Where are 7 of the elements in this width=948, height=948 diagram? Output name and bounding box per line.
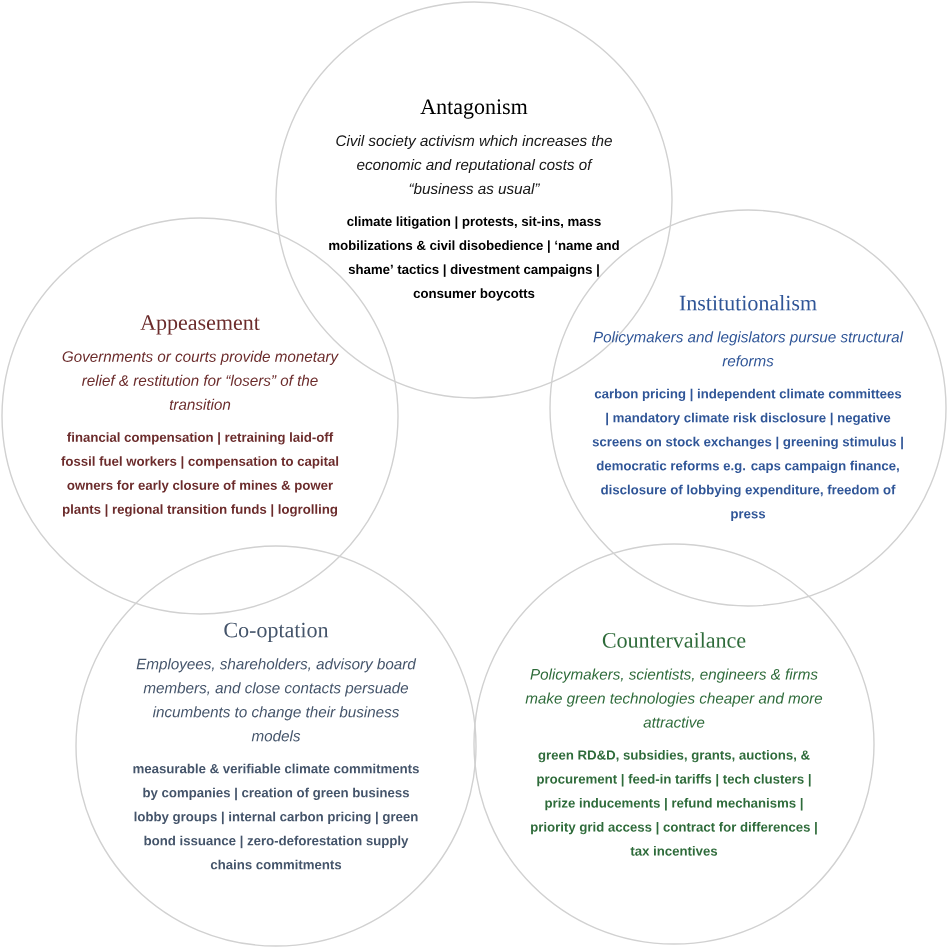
category-title: Institutionalism [679, 295, 817, 311]
category-title: Appeasement [140, 315, 260, 335]
category-circle [473, 543, 875, 945]
category-title: Co-optation [224, 622, 329, 642]
category-title: Countervailance [602, 632, 746, 648]
category-title: Antagonism [420, 99, 528, 119]
category-circle [75, 545, 477, 947]
